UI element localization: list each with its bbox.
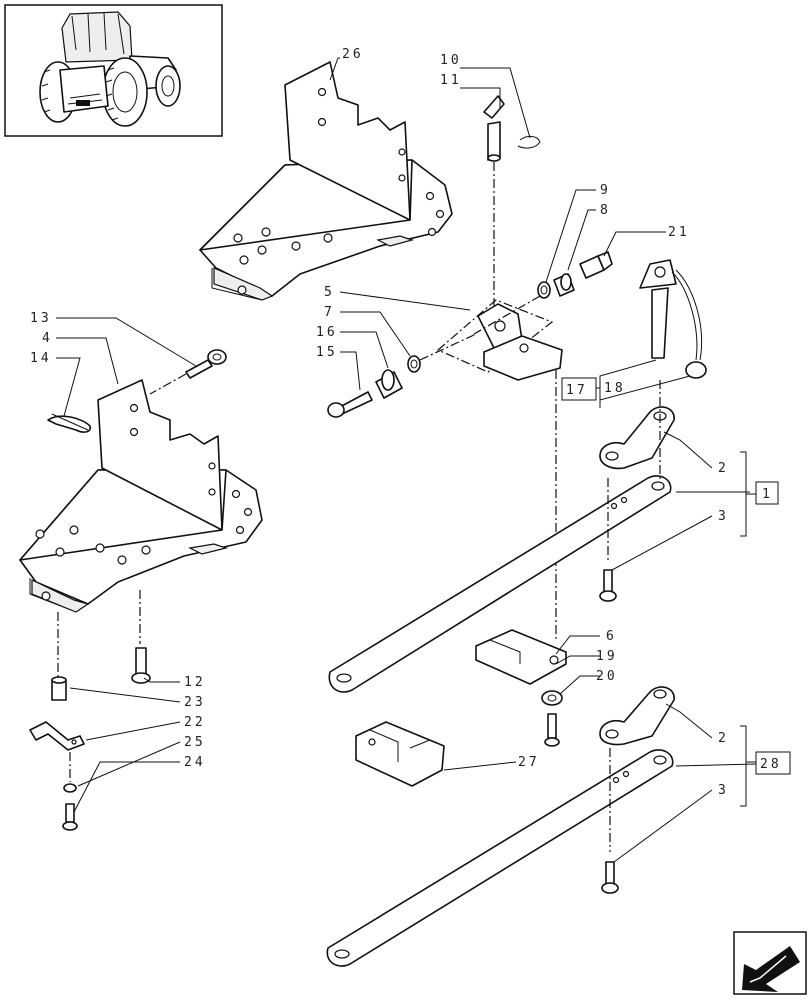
callout-3-lower: 3: [718, 783, 729, 798]
bolt-19[interactable]: [544, 713, 560, 747]
bracket-26[interactable]: [199, 61, 453, 301]
pin-11[interactable]: [483, 95, 505, 162]
next-page-arrow-button[interactable]: [733, 931, 807, 995]
bushing-8[interactable]: [553, 273, 575, 297]
bolt-12[interactable]: [131, 647, 151, 684]
callout-16: 16: [316, 325, 338, 340]
ref-box-1[interactable]: [755, 481, 779, 505]
callout-1: 1: [762, 487, 773, 502]
callout-17: 17: [566, 383, 588, 398]
bushing-23[interactable]: [51, 676, 67, 701]
link-plate-2-lower[interactable]: [599, 686, 675, 746]
callout-5: 5: [324, 285, 335, 300]
pin-18[interactable]: [639, 259, 707, 379]
callout-3-upper: 3: [718, 509, 729, 524]
callout-8: 8: [600, 203, 611, 218]
bolt-3-lower[interactable]: [601, 861, 619, 894]
callout-23: 23: [184, 695, 206, 710]
bracket-22[interactable]: [29, 721, 85, 751]
callout-21: 21: [668, 225, 690, 240]
link-plate-2-upper[interactable]: [599, 406, 675, 470]
callout-14: 14: [30, 351, 52, 366]
callout-10: 10: [440, 53, 462, 68]
r-clip-10[interactable]: [517, 135, 541, 149]
callout-4: 4: [42, 331, 53, 346]
bracket-4[interactable]: [19, 379, 263, 613]
ref-box-28[interactable]: [755, 751, 791, 775]
block-27[interactable]: [355, 721, 445, 787]
callout-18: 18: [604, 381, 626, 396]
tractor-thumbnail[interactable]: [4, 4, 223, 137]
callout-28: 28: [760, 757, 782, 772]
bolt-24[interactable]: [62, 803, 78, 831]
callout-13: 13: [30, 311, 52, 326]
clip-14[interactable]: [47, 413, 92, 433]
leader-lines: [56, 57, 757, 863]
arm-3-lower[interactable]: [326, 749, 674, 967]
tractor-icon: [39, 11, 181, 127]
callout-15: 15: [316, 345, 338, 360]
callout-22: 22: [184, 715, 206, 730]
washer-9[interactable]: [537, 281, 551, 299]
arm-3-upper[interactable]: [328, 475, 672, 693]
callout-7: 7: [324, 305, 335, 320]
washer-7[interactable]: [407, 355, 421, 373]
spacer-16[interactable]: [375, 369, 403, 399]
bolt-13[interactable]: [185, 349, 227, 379]
callout-9: 9: [600, 183, 611, 198]
washer-20[interactable]: [541, 690, 563, 706]
callout-2-lower: 2: [718, 731, 729, 746]
callout-2-upper: 2: [718, 461, 729, 476]
callout-11: 11: [440, 73, 462, 88]
pivot-block-5[interactable]: [436, 299, 563, 381]
callout-12: 12: [184, 675, 206, 690]
bolt-15[interactable]: [327, 391, 373, 418]
callout-27: 27: [518, 755, 540, 770]
callout-25: 25: [184, 735, 206, 750]
block-6[interactable]: [475, 629, 567, 685]
ref-box-17[interactable]: [561, 377, 597, 401]
washer-25[interactable]: [63, 783, 77, 793]
callout-24: 24: [184, 755, 206, 770]
grease-fitting-21[interactable]: [579, 251, 613, 279]
callout-19: 19: [596, 649, 618, 664]
bolt-3-upper[interactable]: [599, 569, 617, 602]
callout-20: 20: [596, 669, 618, 684]
callout-6: 6: [606, 629, 617, 644]
callout-26: 26: [342, 47, 364, 62]
